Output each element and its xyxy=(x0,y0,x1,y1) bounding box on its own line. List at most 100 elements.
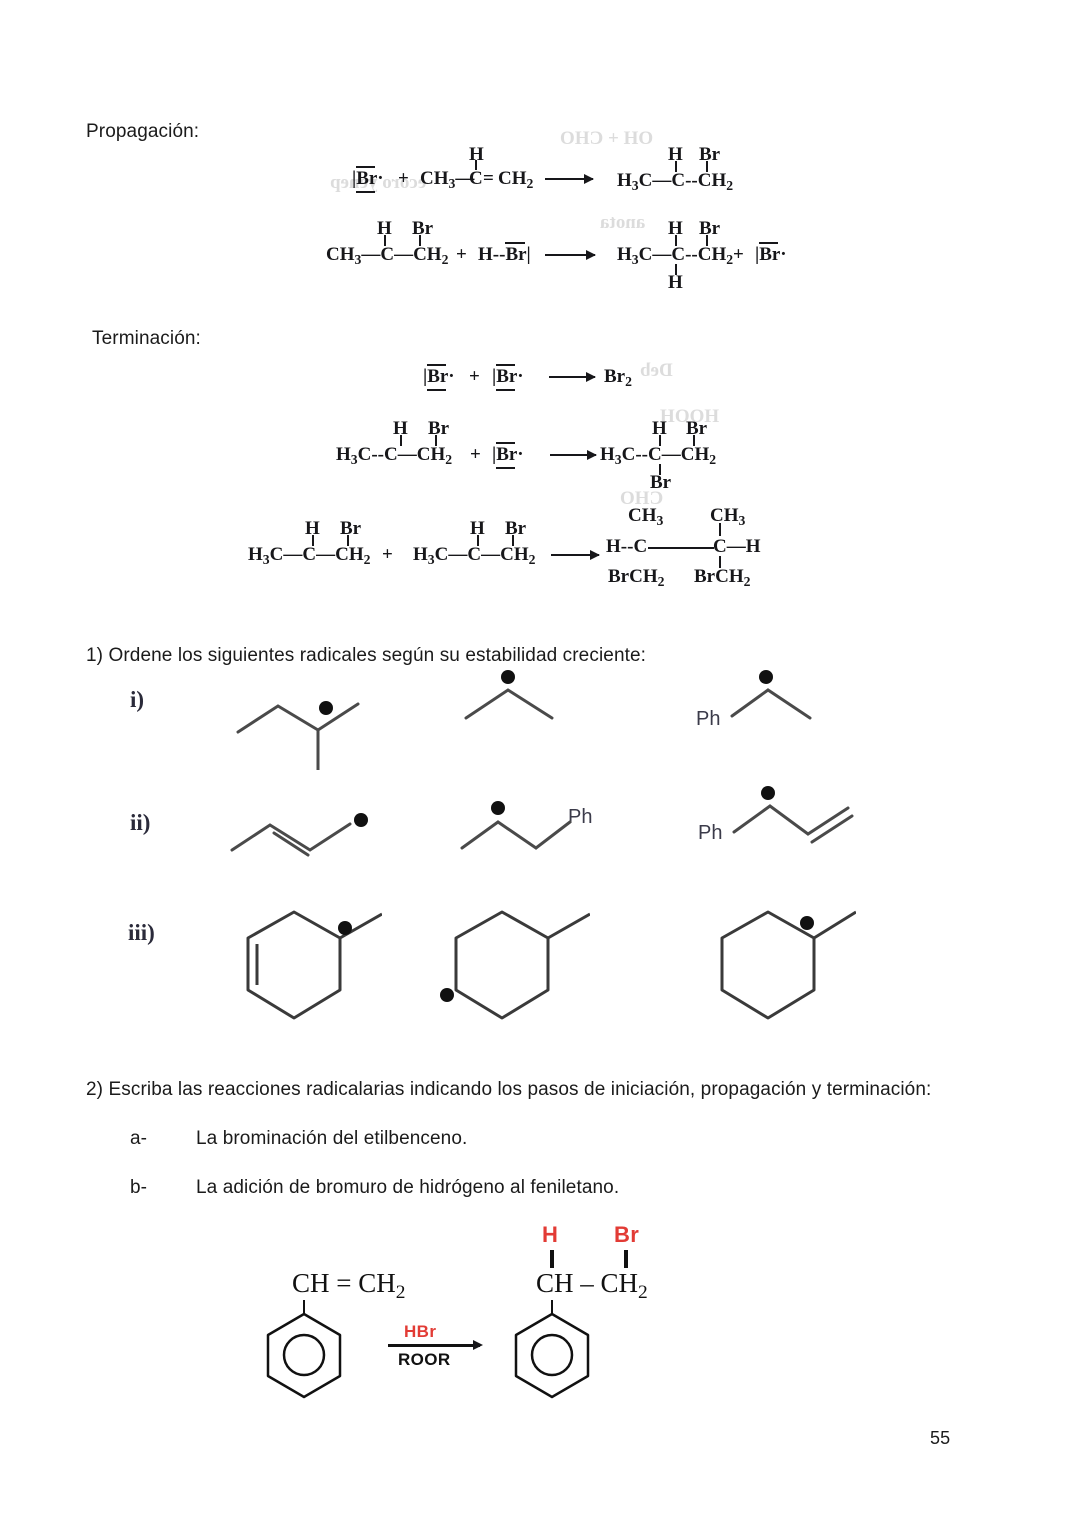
prop2-br-top: Br xyxy=(412,218,434,239)
structure-methylcyclohexene-allylic-radical xyxy=(246,910,382,1020)
prop2-reaction-arrow xyxy=(545,250,596,260)
ph-label-i3: Ph xyxy=(696,708,721,730)
term3-b-bond-br xyxy=(512,535,514,546)
structure-phenylpropyl-secondary-radical xyxy=(460,801,572,850)
term1-br1: |Br· xyxy=(423,364,455,391)
prop2-hbr: H--Br| xyxy=(478,242,531,265)
prop2-reactant-chain: CH3—C—CH2 xyxy=(326,244,449,268)
prop1-bond-vertical xyxy=(475,160,477,170)
term3-prod-central-bond xyxy=(648,547,714,549)
question-2-text: 2) Escriba las reacciones radicalarias i… xyxy=(86,1079,932,1100)
propagation-label: Propagación: xyxy=(86,121,200,142)
prop2-prod-h-bottom: H xyxy=(668,272,683,293)
termination-label: Terminación: xyxy=(92,328,201,349)
term3-prod-brch2-left: BrCH2 xyxy=(608,566,665,590)
term2-product-chain: H3C--C—CH2 xyxy=(600,444,717,468)
term2-prod-bond-br xyxy=(693,435,695,446)
scheme-product-chain: CH – CH2 xyxy=(536,1268,648,1303)
ghost-bleed-text: anota xyxy=(600,212,646,233)
term2-reactant-chain: H3C--C—CH2 xyxy=(336,444,453,468)
scheme-arrow-head xyxy=(388,1340,483,1350)
structure-benzylic-allylic-radical xyxy=(732,786,854,844)
prop2-plus: + xyxy=(456,244,467,265)
term3-b-br-top: Br xyxy=(505,518,527,539)
term1-product: Br2 xyxy=(604,366,632,390)
prop1-h-top: H xyxy=(469,144,484,165)
prop2-prod-bond-br xyxy=(706,235,708,246)
prop1-product: H3C—C--CH2 xyxy=(617,170,734,194)
prop2-prod-bond-h-lower xyxy=(675,264,677,275)
ph-label-ii3: Ph xyxy=(698,822,723,844)
prop1-reaction-arrow xyxy=(545,174,594,184)
scheme-product-ring-bond xyxy=(551,1300,553,1314)
prop1-br-radical: |Br· xyxy=(352,166,384,193)
prop1-ch3: CH3— xyxy=(420,168,475,192)
scheme-product-bond-br xyxy=(624,1250,628,1268)
question-2b-text: La adición de bromuro de hidrógeno al fe… xyxy=(196,1177,620,1198)
ghost-bleed-text: Deb xyxy=(640,360,673,381)
prop2-bond-br xyxy=(419,235,421,246)
list-marker-iii: iii) xyxy=(128,920,155,945)
term3-reactant-b: H3C—C—CH2 xyxy=(413,544,536,568)
scheme-condition-above: HBr xyxy=(404,1322,437,1341)
question-2a-text: La brominación del etilbenceno. xyxy=(196,1128,468,1149)
term2-plus: + xyxy=(470,444,481,465)
term3-a-bond-br xyxy=(347,535,349,546)
structure-isopropyl-radical xyxy=(464,670,554,720)
ghost-bleed-text: OH + CHO xyxy=(560,128,654,149)
term2-h-top: H xyxy=(393,418,408,439)
list-marker-ii: ii) xyxy=(130,810,151,835)
question-2a-tag: a- xyxy=(130,1128,148,1149)
prop1-ch2: CH2 xyxy=(498,168,534,192)
structure-methylcyclohexane-tertiary-radical xyxy=(720,910,856,1020)
term3-b-h-top: H xyxy=(470,518,485,539)
term1-br2: |Br· xyxy=(492,364,524,391)
prop1-prod-h-top: H xyxy=(668,144,683,165)
term3-a-br-top: Br xyxy=(340,518,362,539)
structure-methylcyclohexane-secondary-radical xyxy=(440,910,590,1020)
term2-prod-br-top: Br xyxy=(686,418,708,439)
term2-br-top: Br xyxy=(428,418,450,439)
term3-prod-h-left: H--C xyxy=(606,536,648,557)
scheme-product-benzene-ring xyxy=(514,1312,590,1399)
prop1-prod-bond-br xyxy=(706,161,708,172)
prop2-prod-br-radical: |Br· xyxy=(755,242,787,265)
prop1-double-bond: = xyxy=(483,168,494,189)
structure-benzylic-secondary-radical xyxy=(730,670,812,720)
term3-b-bond-h xyxy=(477,535,479,546)
prop2-bond-h xyxy=(384,235,386,246)
prop2-prod-br-top: Br xyxy=(699,218,721,239)
prop1-prod-br-top: Br xyxy=(699,144,721,165)
prop2-prod-plus: + xyxy=(733,244,744,265)
scheme-product-label-h: H xyxy=(542,1222,559,1247)
term3-a-h-top: H xyxy=(305,518,320,539)
scheme-arrow-line xyxy=(388,1344,480,1347)
ph-label-ii2: Ph xyxy=(568,806,593,828)
term3-a-bond-h xyxy=(312,535,314,546)
scheme-reactant-chain: CH = CH2 xyxy=(292,1268,406,1303)
term3-prod-h-right: C—H xyxy=(713,536,761,557)
term3-prod-brch2-right: BrCH2 xyxy=(694,566,751,590)
term2-prod-bond-h xyxy=(659,435,661,446)
term3-plus: + xyxy=(382,544,393,565)
term3-reaction-arrow xyxy=(551,550,600,560)
term2-bond-br xyxy=(435,435,437,446)
scheme-reactant-ring-bond xyxy=(303,1300,305,1314)
term3-reactant-a: H3C—C—CH2 xyxy=(248,544,371,568)
prop2-prod-bond-h xyxy=(675,235,677,246)
prop2-h-top: H xyxy=(377,218,392,239)
scheme-condition-below: ROOR xyxy=(398,1350,451,1369)
term2-prod-h-top: H xyxy=(652,418,667,439)
question-1-text: 1) Ordene los siguientes radicales según… xyxy=(86,645,647,666)
term2-br-radical: |Br· xyxy=(492,442,524,469)
prop1-plus: + xyxy=(398,168,409,189)
list-marker-i: i) xyxy=(130,687,145,712)
term3-prod-ch3-right: CH3 xyxy=(710,505,746,529)
question-2b-tag: b- xyxy=(130,1177,148,1198)
term3-prod-ch3-left: CH3 xyxy=(628,505,664,529)
term2-reaction-arrow xyxy=(550,450,597,460)
scheme-product-bond-h xyxy=(550,1250,554,1268)
prop2-product-chain: H3C—C--CH2 xyxy=(617,244,734,268)
term1-reaction-arrow xyxy=(549,372,596,382)
